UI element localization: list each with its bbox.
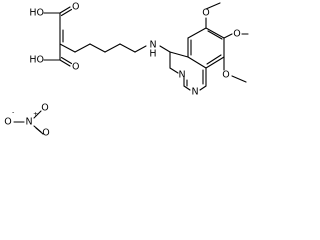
atom-ho-acid-top: HO	[29, 8, 44, 19]
atom-o-methoxy-top-left: O	[202, 8, 209, 19]
charge-plus: +	[33, 110, 38, 118]
atom-n-amine: N	[149, 40, 156, 51]
atom-n-ring-right: N	[178, 70, 185, 81]
atom-o-methoxy-top-right: O	[233, 29, 240, 40]
atom-o-acid-top: O	[72, 2, 79, 13]
atom-n-ring-bottom: N	[191, 87, 198, 98]
atom-o-nitrate-left: O	[4, 117, 11, 128]
atom-n-nitrate: N	[25, 117, 32, 128]
atom-o-nitrate-bottom: O	[42, 128, 49, 137]
alkyl-chain	[59, 43, 147, 53]
chemical-structure: O HO HO O N H O O O N N O - N + O O	[4, 2, 249, 137]
quinazoline-ring	[159, 2, 249, 91]
acid-fragment	[43, 6, 73, 67]
atom-ho-acid-bottom: HO	[29, 55, 44, 66]
atom-h-amine: H	[149, 49, 156, 60]
atom-o-acid-bottom: O	[72, 62, 79, 73]
nitrate-ion: O - N + O O	[4, 103, 49, 137]
charge-minus: -	[12, 108, 15, 116]
atom-o-nitrate-top: O	[41, 103, 48, 114]
atom-o-methoxy-bottom: O	[222, 70, 229, 81]
